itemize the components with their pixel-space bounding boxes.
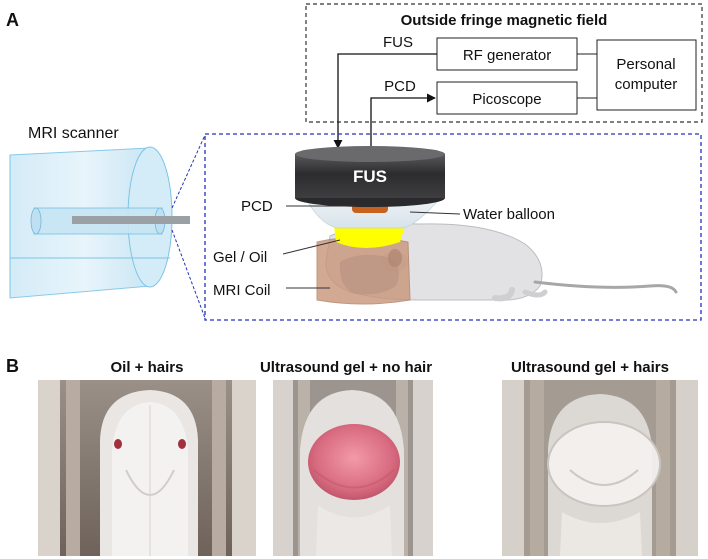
personal-computer-line1: Personal xyxy=(616,56,675,73)
fus-transducer-label: FUS xyxy=(353,167,387,186)
mri-coil-label: MRI Coil xyxy=(213,282,271,299)
panel-b-letter: B xyxy=(6,356,19,376)
gel-oil-pointer xyxy=(282,239,341,255)
photo-2-title: Ultrasound gel + no hair xyxy=(260,359,432,376)
zoom-line-top xyxy=(171,134,206,209)
zoom-line-bottom xyxy=(171,229,206,319)
personal-computer-box xyxy=(596,39,697,111)
photo-1-title: Oil + hairs xyxy=(111,359,184,376)
rf-generator-label: RF generator xyxy=(463,47,551,64)
personal-computer-line2: computer xyxy=(615,76,678,93)
mri-scanner-illustration xyxy=(9,146,190,299)
photo-oil-hairs xyxy=(38,380,256,556)
gel-layer xyxy=(334,226,405,248)
photo-gel-hairs xyxy=(502,380,698,556)
mri-scanner-label: MRI scanner xyxy=(28,125,119,142)
pcd-signal-label: PCD xyxy=(384,78,416,95)
fus-signal-line xyxy=(333,53,437,149)
rat-ear xyxy=(388,249,402,267)
panel-a-letter: A xyxy=(6,10,19,30)
fus-transducer xyxy=(295,146,445,207)
setup-detail-box xyxy=(204,133,702,321)
pcd-signal-line xyxy=(370,93,436,150)
water-balloon-pointer xyxy=(409,211,461,215)
pcd-label: PCD xyxy=(241,198,273,215)
water-balloon-label: Water balloon xyxy=(463,206,555,223)
picoscope-label: Picoscope xyxy=(472,91,541,108)
photo-3-title: Ultrasound gel + hairs xyxy=(511,359,669,376)
gel-oil-label: Gel / Oil xyxy=(213,249,267,266)
fringe-field-box xyxy=(305,3,703,123)
photo-gel-no-hair xyxy=(273,380,433,556)
fus-signal-label: FUS xyxy=(383,34,413,51)
picoscope-box xyxy=(436,81,578,115)
fringe-field-title: Outside fringe magnetic field xyxy=(401,12,608,29)
rat-head xyxy=(339,254,399,295)
